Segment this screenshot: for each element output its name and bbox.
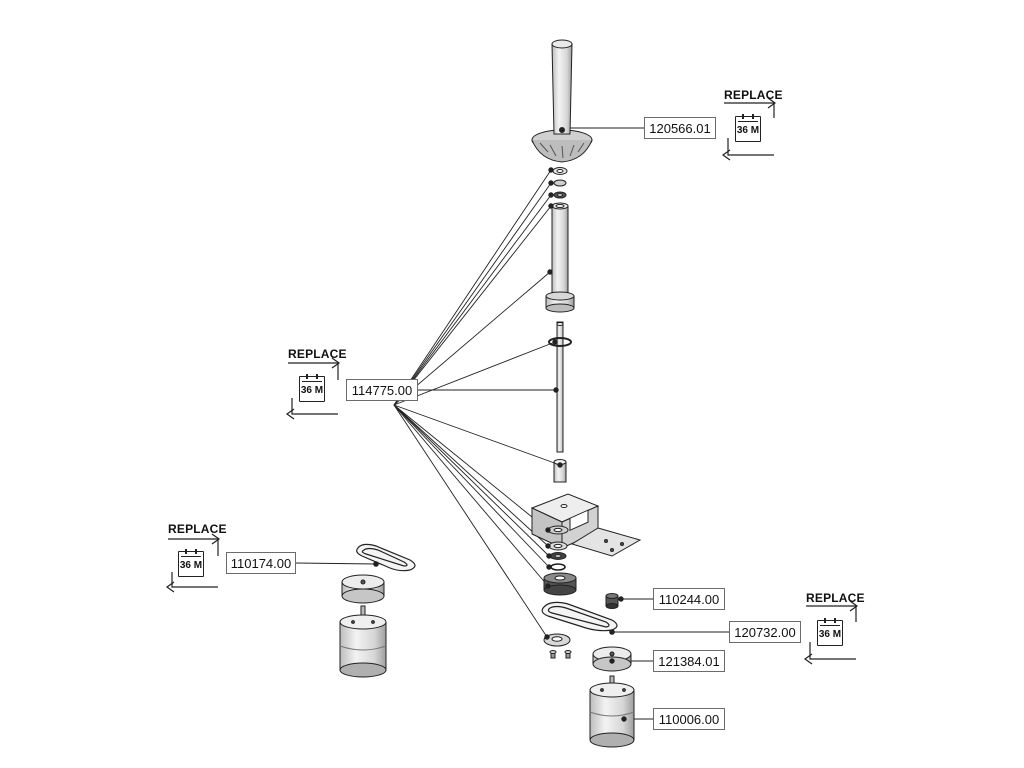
top-spinner-part [531,39,593,163]
part-label-120566-01[interactable]: 120566.01 [644,117,716,139]
flange-and-screws-part [543,633,572,659]
left-belt-part [356,543,416,572]
calendar-icon-top-right: 36 M [735,114,761,142]
right-belt-part [541,601,618,635]
small-motor-pulley-part [605,593,624,609]
left-motor-part [339,605,387,678]
calendar-icon-bottom-left: 36 M [178,549,204,577]
replace-bracket-bottom-left [165,533,221,593]
part-label-120732-00[interactable]: 120732.00 [729,621,801,643]
kit-leader-lines [393,169,561,638]
part-label-110174-00[interactable]: 110174.00 [226,552,296,574]
replace-interval-bottom-right: 36 M [818,629,842,640]
replace-interval-bottom-left: 36 M [179,560,203,571]
left-pulley-cap-part [341,574,385,604]
replace-label-top-right: REPLACE [724,88,783,102]
small-washers [548,167,568,199]
replace-interval-top-right: 36 M [736,125,760,136]
bearing-stack-part [545,525,569,571]
mounting-bracket-part [530,493,642,557]
replace-bracket-bottom-right [803,600,859,665]
replace-label-bottom-right: REPLACE [806,591,865,605]
calendar-icon-left: 36 M [299,374,325,402]
part-label-114775-00[interactable]: 114775.00 [346,379,418,401]
replace-label-bottom-left: REPLACE [168,522,227,536]
spinner-tube-part [545,202,575,313]
part-label-110006-00[interactable]: 110006.00 [653,708,725,730]
calendar-icon-bottom-right: 36 M [817,618,843,646]
replace-bracket-top-right [721,97,777,161]
replace-bracket-left [285,357,341,420]
coupling-part [553,459,567,483]
replace-label-left: REPLACE [288,347,347,361]
gear-pulley-part [543,572,577,596]
part-label-110244-00[interactable]: 110244.00 [653,588,725,610]
replace-interval-left: 36 M [300,385,324,396]
part-label-121384-01[interactable]: 121384.01 [653,650,725,672]
right-pulley-cap-part [592,646,632,672]
shaft-part [548,321,572,453]
right-motor-part [589,675,635,748]
